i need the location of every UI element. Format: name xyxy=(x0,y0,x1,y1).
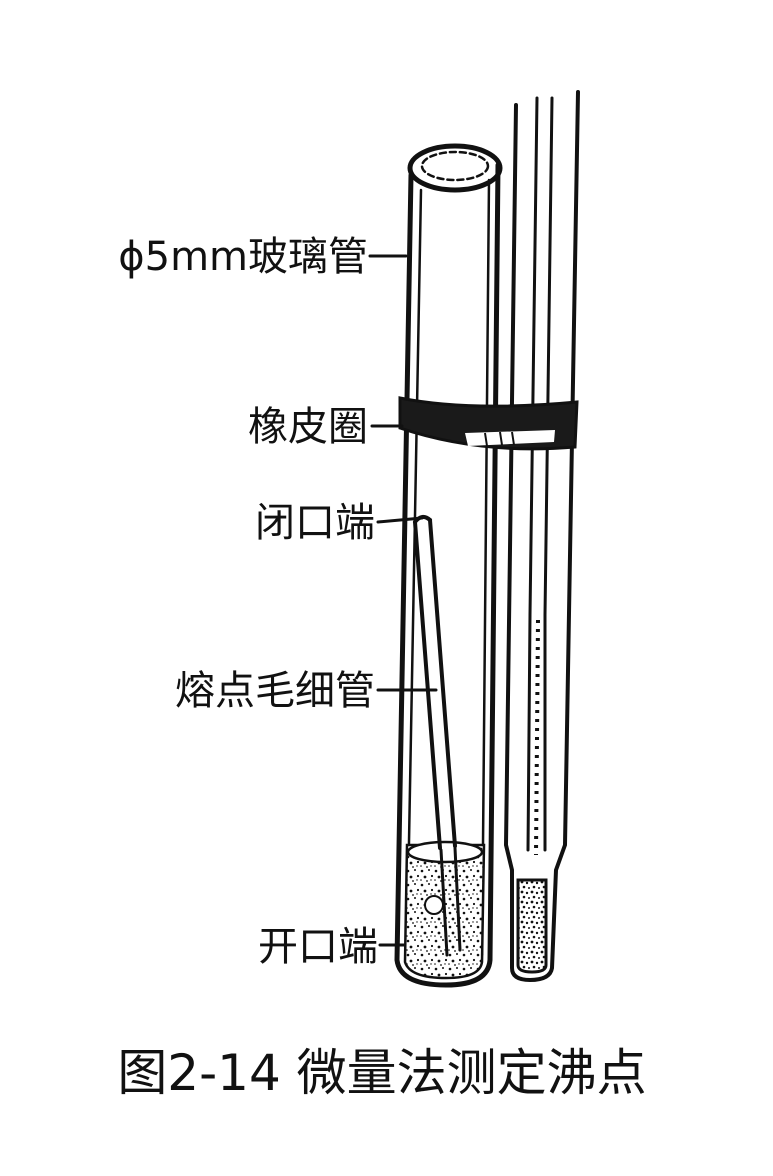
thermometer-inner-right xyxy=(543,96,554,852)
thermometer-outline xyxy=(504,90,580,982)
thermometer-bulb xyxy=(516,878,548,974)
capillary-tube xyxy=(413,515,462,957)
rubber-band xyxy=(398,396,579,451)
leader-lines xyxy=(368,254,438,947)
leader-closed-end xyxy=(376,516,424,524)
glass-tube-rim-inner xyxy=(420,150,490,182)
mercury-column xyxy=(534,619,540,856)
glass-tube-inner-wall xyxy=(405,188,423,952)
figure-caption: 图2-14 微量法测定沸点 xyxy=(117,1044,646,1102)
thermometer-inner-left xyxy=(526,96,539,852)
capillary-right-wall xyxy=(428,518,457,848)
glass-tube-body xyxy=(394,162,501,988)
label-open-end: 开口端 xyxy=(258,924,378,970)
capillary-left-wall xyxy=(413,520,442,850)
capillary-in-liquid xyxy=(439,846,462,957)
label-closed-end: 闭口端 xyxy=(255,500,375,546)
thermometer xyxy=(504,90,580,982)
glass-tube-inner-wall-right xyxy=(480,178,491,957)
label-glass-tube: ϕ5mm玻璃管 xyxy=(118,234,368,280)
air-bubble xyxy=(424,895,444,915)
glass-tube-rim-outer xyxy=(407,143,503,193)
rubber-band-highlight xyxy=(465,430,555,446)
liquid-surface xyxy=(406,840,484,864)
glass-tube xyxy=(394,143,503,988)
label-capillary: 熔点毛细管 xyxy=(175,668,375,714)
label-rubber-band: 橡皮圈 xyxy=(248,404,368,450)
